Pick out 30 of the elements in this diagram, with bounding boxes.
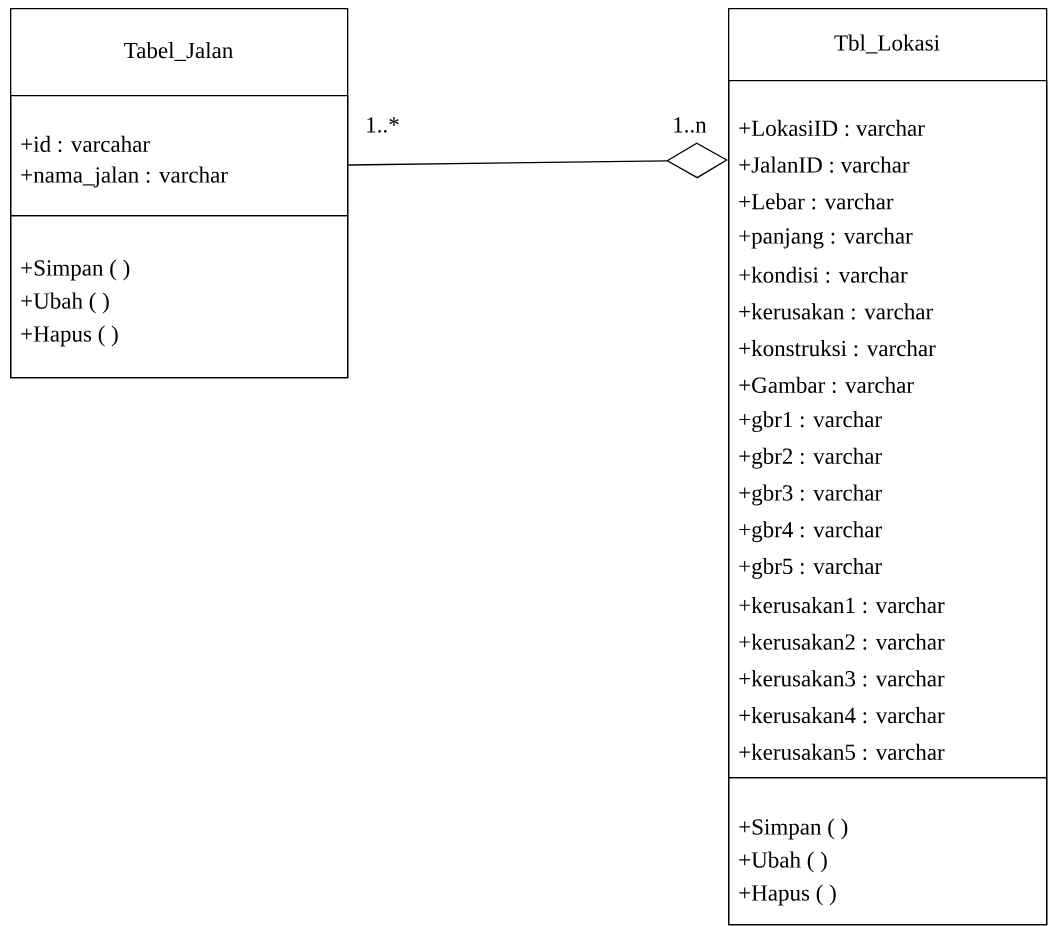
attribute-text: +konstruksi : varchar	[739, 340, 936, 357]
attribute-text: +gbr2 : varchar	[739, 447, 882, 469]
attribute-text: +Ubah ( )	[739, 851, 827, 873]
attribute-text: +gbr3 : varchar	[739, 484, 882, 506]
attribute-text: +gbr4 : varchar	[739, 521, 882, 543]
attribute-text: +Gambar : varchar	[739, 376, 914, 394]
attribute-text: +kerusakan1 : varchar	[739, 596, 945, 614]
attribute-text: +gbr5 : varchar	[739, 557, 882, 579]
attribute-text: +kerusakan3 : varchar	[739, 670, 945, 687]
class-name: Tabel_Jalan	[124, 42, 233, 61]
attribute-text: +Hapus ( )	[21, 325, 118, 347]
attribute-text: +LokasiID : varchar	[739, 119, 925, 137]
multiplicity-label: 1..n	[674, 117, 707, 133]
attribute-text: +kerusakan2 : varchar	[739, 633, 945, 650]
attribute-text: +kerusakan5 : varchar	[739, 743, 945, 761]
attribute-text: +Hapus ( )	[739, 884, 836, 906]
aggregation-line	[347, 142, 728, 179]
attribute-text: +Lebar : varchar	[739, 193, 894, 210]
attribute-text: +Simpan ( )	[739, 818, 848, 840]
attribute-text: +panjang : varchar	[739, 227, 913, 249]
class-name: Tbl_Lokasi	[834, 34, 940, 54]
attribute-text: +gbr1 : varchar	[739, 411, 882, 433]
attribute-text: +kerusakan : varchar	[739, 303, 933, 320]
attribute-text: +JalanID : varchar	[739, 156, 910, 173]
attribute-text: +kerusakan4 : varchar	[739, 707, 945, 724]
attribute-text: +id : varcahar	[21, 135, 150, 153]
attribute-text: +kondisi : varchar	[739, 266, 908, 283]
attribute-text: +Simpan ( )	[21, 259, 130, 281]
attribute-text: +Ubah ( )	[21, 292, 109, 314]
attribute-text: +nama_jalan : varchar	[21, 166, 228, 188]
